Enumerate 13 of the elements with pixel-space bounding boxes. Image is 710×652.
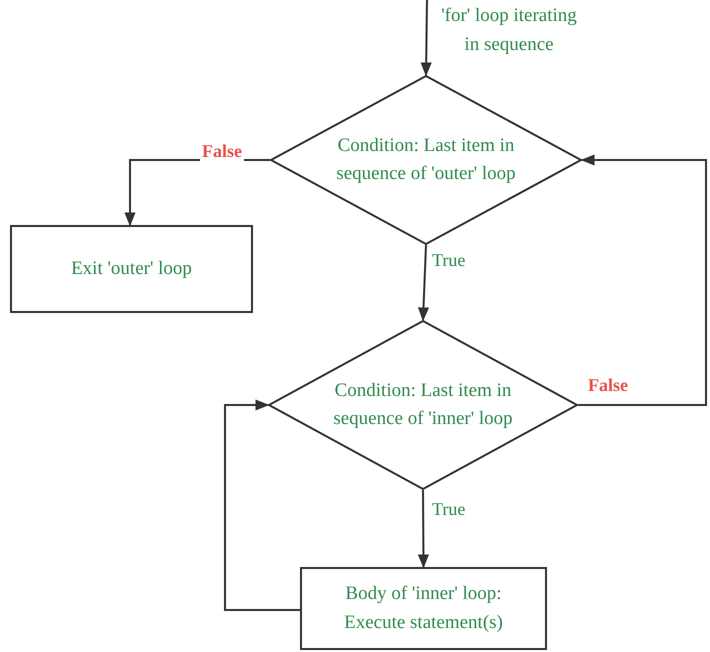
decision-diamond <box>268 320 578 490</box>
node-text: Exit 'outer' loop <box>71 256 192 281</box>
node-text: Condition: Last item in sequence of 'inner' loop <box>332 378 514 431</box>
arrow <box>418 490 430 568</box>
arrow <box>578 154 707 406</box>
arrow <box>224 399 300 611</box>
process-box <box>10 225 253 313</box>
decision-diamond <box>270 75 582 245</box>
node-text: Body of 'inner' loop: Execute statement(s) <box>343 582 504 634</box>
process-box <box>300 567 547 650</box>
node-text: Condition: Last item in sequence of 'outer' loop <box>335 134 517 186</box>
arrow <box>420 0 432 76</box>
arrow <box>418 244 430 322</box>
